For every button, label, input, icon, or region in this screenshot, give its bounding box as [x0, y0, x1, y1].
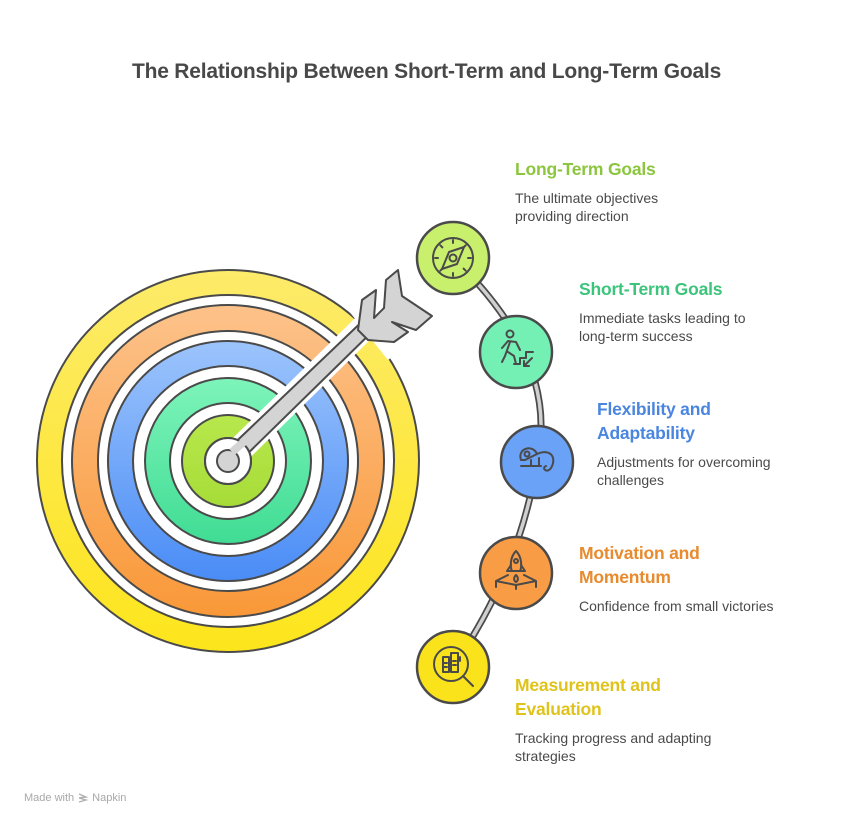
arrow: [204, 269, 433, 485]
rocket-launch-icon: [495, 550, 537, 590]
napkin-logo-icon: [78, 793, 89, 803]
description-line: Confidence from small victories: [579, 598, 774, 614]
chameleon-icon: [519, 447, 555, 472]
description-line: Adjustments for overcoming: [597, 454, 771, 470]
node-short-term-goals: [478, 314, 554, 390]
node-circle: [415, 220, 491, 296]
item-description: Confidence from small victories: [579, 597, 774, 615]
description-line: strategies: [515, 748, 576, 764]
arrow-tip: [216, 449, 240, 473]
item-heading: Short-Term Goals: [579, 277, 746, 301]
node-measurement-and-evaluation: [415, 629, 491, 705]
node-circle: [499, 424, 575, 500]
item-description: Tracking progress and adapting strategies: [515, 729, 711, 765]
item-heading: Long-Term Goals: [515, 157, 658, 181]
arrow-fletching: [357, 269, 433, 343]
node-circle: [478, 314, 554, 390]
node-circle: [415, 629, 491, 705]
watermark: Made with Napkin: [24, 792, 126, 804]
compass-icon: [432, 237, 474, 279]
item-description: Adjustments for overcoming challenges: [597, 453, 771, 489]
heading-line: Long-Term Goals: [515, 159, 656, 179]
node-long-term-goals: [415, 220, 491, 296]
brand-text: Napkin: [92, 792, 127, 804]
node-circle: [478, 535, 554, 611]
stairs-walker-icon: [501, 329, 534, 367]
description-line: The ultimate objectives: [515, 190, 659, 206]
description-line: long-term success: [579, 328, 693, 344]
diagram-title: The Relationship Between Short-Term and …: [131, 60, 722, 83]
node-flexibility-and-adaptability: [499, 424, 575, 500]
heading-line: Short-Term Goals: [579, 279, 723, 299]
heading-line: Adaptability: [597, 423, 695, 443]
heading-line: Flexibility and: [597, 399, 711, 419]
outer-yellow-ring: [35, 269, 421, 653]
description-line: Immediate tasks leading to: [579, 310, 746, 326]
heading-line: Measurement and: [515, 675, 661, 695]
description-line: challenges: [597, 472, 664, 488]
item-description: The ultimate objectives providing directi…: [515, 189, 658, 225]
item-nodes: [415, 220, 575, 705]
chart-magnifier-icon: [433, 646, 474, 687]
heading-line: Momentum: [579, 567, 671, 587]
node-motivation-and-momentum: [478, 535, 554, 611]
description-line: providing direction: [515, 208, 629, 224]
heading-line: Evaluation: [515, 699, 602, 719]
heading-line: Motivation and: [579, 543, 700, 563]
item-description: Immediate tasks leading to long-term succ…: [579, 309, 746, 345]
made-with-text: Made with: [24, 792, 75, 804]
orange-ring: [70, 304, 386, 618]
target-graphic: [35, 262, 446, 653]
description-line: Tracking progress and adapting: [515, 730, 712, 746]
blue-ring: [106, 340, 350, 582]
